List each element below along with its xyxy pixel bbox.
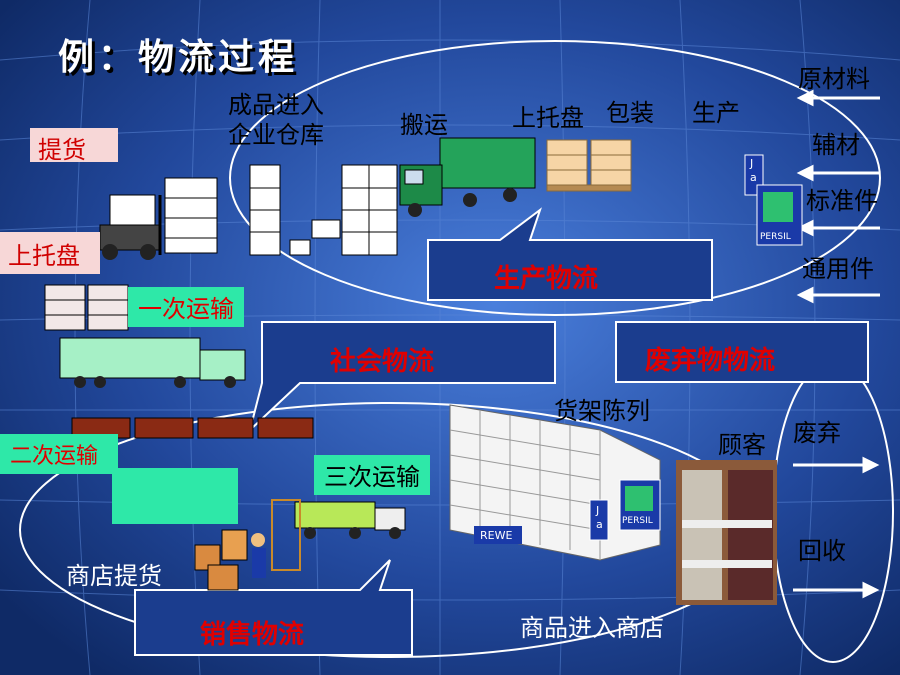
enter-store-label: 商品进入商店 <box>520 614 664 642</box>
output-arrows <box>793 456 880 599</box>
product-box-top-line1: J <box>750 157 754 170</box>
production-callout <box>427 207 713 301</box>
first-transport-truck <box>59 337 246 388</box>
product-box-top-line2: a <box>750 171 757 184</box>
store-pickup-scene <box>194 499 301 591</box>
social-callout <box>248 321 556 434</box>
recycle-label: 回收 <box>798 537 846 565</box>
product-box-bottom-line1: J <box>596 504 600 517</box>
input-auxiliary: 辅材 <box>812 131 860 159</box>
left-pallets <box>44 284 129 331</box>
input-standard-parts: 标准件 <box>806 187 878 215</box>
discard-label: 废弃 <box>793 419 841 447</box>
produce-label: 生产 <box>692 99 740 127</box>
product-box-top <box>744 154 803 246</box>
top-pallets <box>546 139 632 192</box>
product-box-top-brand: PERSIL <box>760 232 791 242</box>
first-transport-tag: 一次运输 <box>128 287 244 327</box>
customer-label: 顾客 <box>718 431 766 459</box>
warehouse-label-line1: 成品进入 <box>228 91 324 119</box>
input-general-parts: 通用件 <box>802 255 874 283</box>
social-logistics-label: 社会物流 <box>330 347 435 377</box>
pallet-label: 上托盘 <box>512 104 584 132</box>
shelf-display-label: 货架陈列 <box>554 397 650 425</box>
waste-callout <box>615 321 869 383</box>
carry-label: 搬运 <box>400 111 448 139</box>
warehouse-racks <box>249 164 398 256</box>
waste-logistics-label: 废弃物物流 <box>645 346 776 376</box>
pack-label: 包装 <box>606 99 654 127</box>
production-logistics-box-label: 生产物流 <box>494 264 599 294</box>
second-transport-tag: 二次运输 <box>0 434 118 474</box>
input-raw-materials: 原材料 <box>798 65 870 93</box>
input-arrows <box>796 89 880 304</box>
rewe-label: REWE <box>480 529 513 542</box>
pickup-tag: 提货 <box>30 128 118 162</box>
product-box-top-text: J a <box>750 157 757 185</box>
sales-logistics-label: 销售物流 <box>200 620 305 650</box>
product-box-bottom-text: J a <box>596 504 603 532</box>
third-transport-truck <box>294 501 406 539</box>
product-box-bottom <box>589 479 661 541</box>
production-truck <box>399 137 536 217</box>
rewe-label-bg <box>474 526 522 544</box>
production-ellipse <box>229 40 881 316</box>
train <box>71 417 314 439</box>
warehouse-label-line2: 企业仓库 <box>228 121 324 149</box>
product-box-bottom-line2: a <box>596 518 603 531</box>
store-pickup-label: 商店提货 <box>66 562 162 590</box>
second-transport-block <box>112 468 238 524</box>
sales-callout <box>134 559 413 656</box>
page-title: 例：物流过程 <box>58 36 299 78</box>
store-photo <box>676 460 777 605</box>
palletize-tag: 上托盘 <box>0 232 100 274</box>
third-transport-tag: 三次运输 <box>314 455 430 495</box>
forklift <box>99 177 218 260</box>
product-box-bottom-brand: PERSIL <box>622 516 653 526</box>
